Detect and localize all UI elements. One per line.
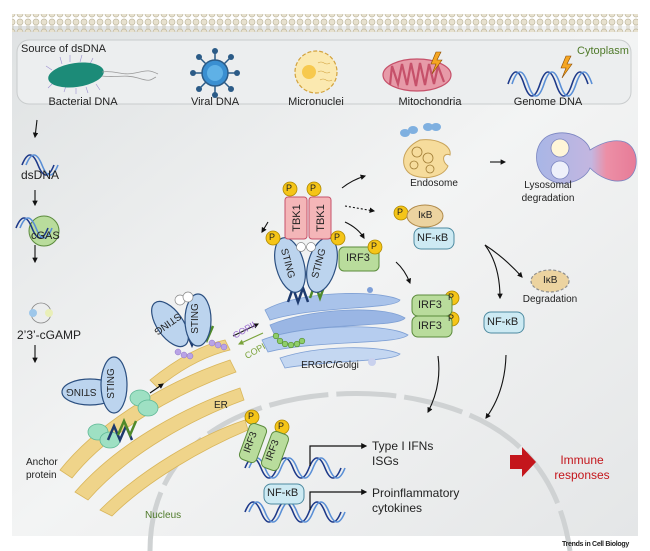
irf3-label-dimer-1: IRF3 — [418, 299, 442, 311]
plasma-membrane — [12, 14, 638, 32]
anchor-protein — [87, 389, 159, 449]
sting-label-1: STING — [66, 386, 97, 397]
irf3-dimer — [411, 294, 453, 338]
sting-dimer-er-exit — [151, 291, 228, 360]
lysosomal-label-2: degradation — [521, 193, 575, 204]
endosome — [400, 123, 451, 179]
cgas-label: cGAS — [31, 230, 60, 242]
source-panel-title: Source of dsDNA — [21, 43, 106, 55]
lysosomal-label-1: Lysosomal — [524, 180, 572, 191]
phospho-label-7: P — [448, 292, 455, 302]
cytoplasm-label: Cytoplasm — [577, 45, 629, 57]
source-label-micronuclei: Micronuclei — [288, 96, 344, 108]
copi-arrow — [238, 332, 264, 345]
pathway-arrows — [32, 119, 523, 419]
degradation-label: Degradation — [522, 294, 578, 305]
ikb-degraded-label: IκB — [543, 275, 558, 286]
ikb-label: IκB — [418, 210, 433, 221]
lysosome — [536, 132, 637, 184]
sting-tbk1-complex — [274, 196, 338, 306]
cgas-icon — [15, 215, 60, 247]
immune-label-2: responses — [554, 468, 610, 482]
nucleus-label: Nucleus — [145, 510, 182, 521]
virus-icon — [190, 48, 240, 98]
irf3-label-bound: IRF3 — [346, 252, 370, 264]
micronucleus-icon — [294, 50, 338, 94]
nfkb-free — [483, 311, 525, 334]
damaged-dna-icon — [507, 55, 593, 97]
nuclear-nfkb — [263, 483, 305, 505]
mitochondrion-icon — [382, 51, 452, 92]
phospho-label-3: P — [269, 232, 276, 242]
cgamp-label: 2’3’-cGAMP — [16, 328, 82, 342]
anchor-protein-label: Anchor protein — [26, 457, 58, 481]
phospho-label-2: P — [310, 183, 317, 193]
sting-label-2: STING — [105, 368, 117, 399]
ikb-nfkb-complex — [406, 204, 455, 250]
sting-label-4: STING — [189, 303, 201, 334]
source-label-mitochondria: Mitochondria — [398, 96, 462, 108]
proinflammatory-label: Proinflammatory — [372, 486, 460, 500]
isgs-label: ISGs — [372, 454, 399, 468]
immune-label-1: Immune — [560, 453, 604, 467]
sting-dimer-er — [61, 356, 138, 444]
source-label-genome-dna: Genome DNA — [513, 96, 583, 108]
er-label: ER — [214, 400, 228, 411]
irf3-label-dimer-2: IRF3 — [418, 320, 442, 332]
phospho-icons — [244, 181, 460, 435]
source-label-bacterial-dna: Bacterial DNA — [48, 96, 118, 108]
tbk1-label-2: TBK1 — [314, 204, 327, 232]
endoplasmic-reticulum — [59, 339, 249, 517]
phospho-label-1: P — [286, 183, 293, 193]
phospho-label-5: P — [371, 241, 378, 251]
transcription-arrows — [309, 443, 368, 510]
phospho-label-9: P — [248, 411, 255, 421]
cytokines-label: cytokines — [372, 501, 423, 515]
phospho-label-4: P — [334, 232, 341, 242]
tbk1-label-1: TBK1 — [290, 204, 303, 232]
source-label-viral-dna: Viral DNA — [190, 96, 240, 108]
nfkb-label-complex: NF-κB — [417, 232, 449, 244]
dsdna-icon — [21, 154, 59, 176]
bacterium-icon — [45, 54, 159, 94]
irf3-bound — [338, 246, 380, 272]
phospho-label-8: P — [448, 313, 455, 323]
ikb-degraded — [530, 269, 570, 293]
nfkb-label-free: NF-κB — [487, 316, 519, 328]
nfkb-label-nuclear: NF-κB — [267, 487, 299, 499]
ergic-golgi-label: ERGIC/Golgi — [301, 360, 359, 371]
type1-ifns-label: Type I IFNs — [372, 439, 434, 453]
dsdna-label: dsDNA — [20, 168, 60, 182]
nuclear-irf3-dimer — [238, 422, 290, 472]
phospho-label-6: P — [397, 207, 404, 217]
journal-credit: Trends in Cell Biology — [562, 541, 629, 548]
phospho-label-10: P — [278, 421, 285, 431]
copi-vesicle-coat — [272, 332, 306, 349]
cgamp-icon — [29, 302, 53, 324]
endosome-label: Endosome — [410, 178, 458, 189]
immune-response-arrow — [510, 447, 536, 477]
